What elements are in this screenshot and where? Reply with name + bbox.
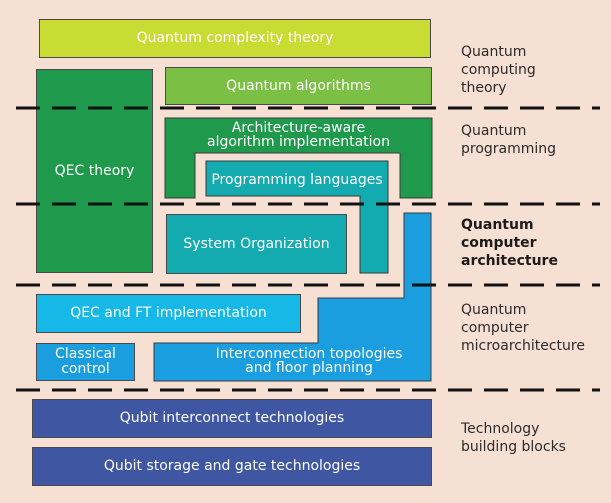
qubit-interconnect-box: Qubit interconnect technologies xyxy=(32,399,432,438)
interconnect-label-line1: Interconnection topologies xyxy=(215,346,403,362)
qec-theory-label: QEC theory xyxy=(54,162,135,179)
classical-control-label-line2: control xyxy=(61,361,110,377)
interconnect-label-line2: and floor planning xyxy=(245,360,373,376)
programming-languages-label: Programming languages xyxy=(211,172,383,188)
interconnect-shape xyxy=(153,212,432,382)
qubit-storage-label: Qubit storage and gate technologies xyxy=(103,458,361,474)
layer-label-microarchitecture: Quantum computer microarchitecture xyxy=(461,302,585,354)
qec-theory-box: QEC theory xyxy=(36,69,153,273)
qec-ft-implementation-label: QEC and FT implementation xyxy=(70,305,267,321)
arch-aware-label-line1: Architecture-aware xyxy=(231,120,366,136)
system-organization-label: System Organization xyxy=(183,235,330,252)
arch-aware-shape xyxy=(164,117,433,199)
interconnect-label: Interconnection topologies and floor pla… xyxy=(154,347,464,375)
arch-aware-label-line2: algorithm implementation xyxy=(207,134,390,150)
system-organization-box: System Organization xyxy=(166,214,347,274)
layer-label-building-blocks: Technology building blocks xyxy=(461,421,566,455)
layer-label-programming: Quantum programming xyxy=(461,123,557,157)
qubit-storage-box: Qubit storage and gate technologies xyxy=(32,447,432,486)
quantum-complexity-theory-label: Quantum complexity theory xyxy=(136,30,334,46)
qubit-interconnect-label: Qubit interconnect technologies xyxy=(119,410,345,426)
layer-label-architecture: Quantum computer architecture xyxy=(461,217,558,269)
quantum-algorithms-label: Quantum algorithms xyxy=(226,77,371,94)
qec-ft-implementation-box: QEC and FT implementation xyxy=(36,294,301,333)
programming-languages-shape xyxy=(205,160,389,274)
classical-control-label-line1: Classical xyxy=(55,346,116,362)
quantum-complexity-theory-box: Quantum complexity theory xyxy=(39,19,431,58)
layer-label-theory: Quantum computing theory xyxy=(461,44,536,96)
quantum-algorithms-box: Quantum algorithms xyxy=(165,67,432,105)
classical-control-box: Classical control xyxy=(36,343,135,381)
arch-aware-label: Architecture-aware algorithm implementat… xyxy=(165,121,432,149)
